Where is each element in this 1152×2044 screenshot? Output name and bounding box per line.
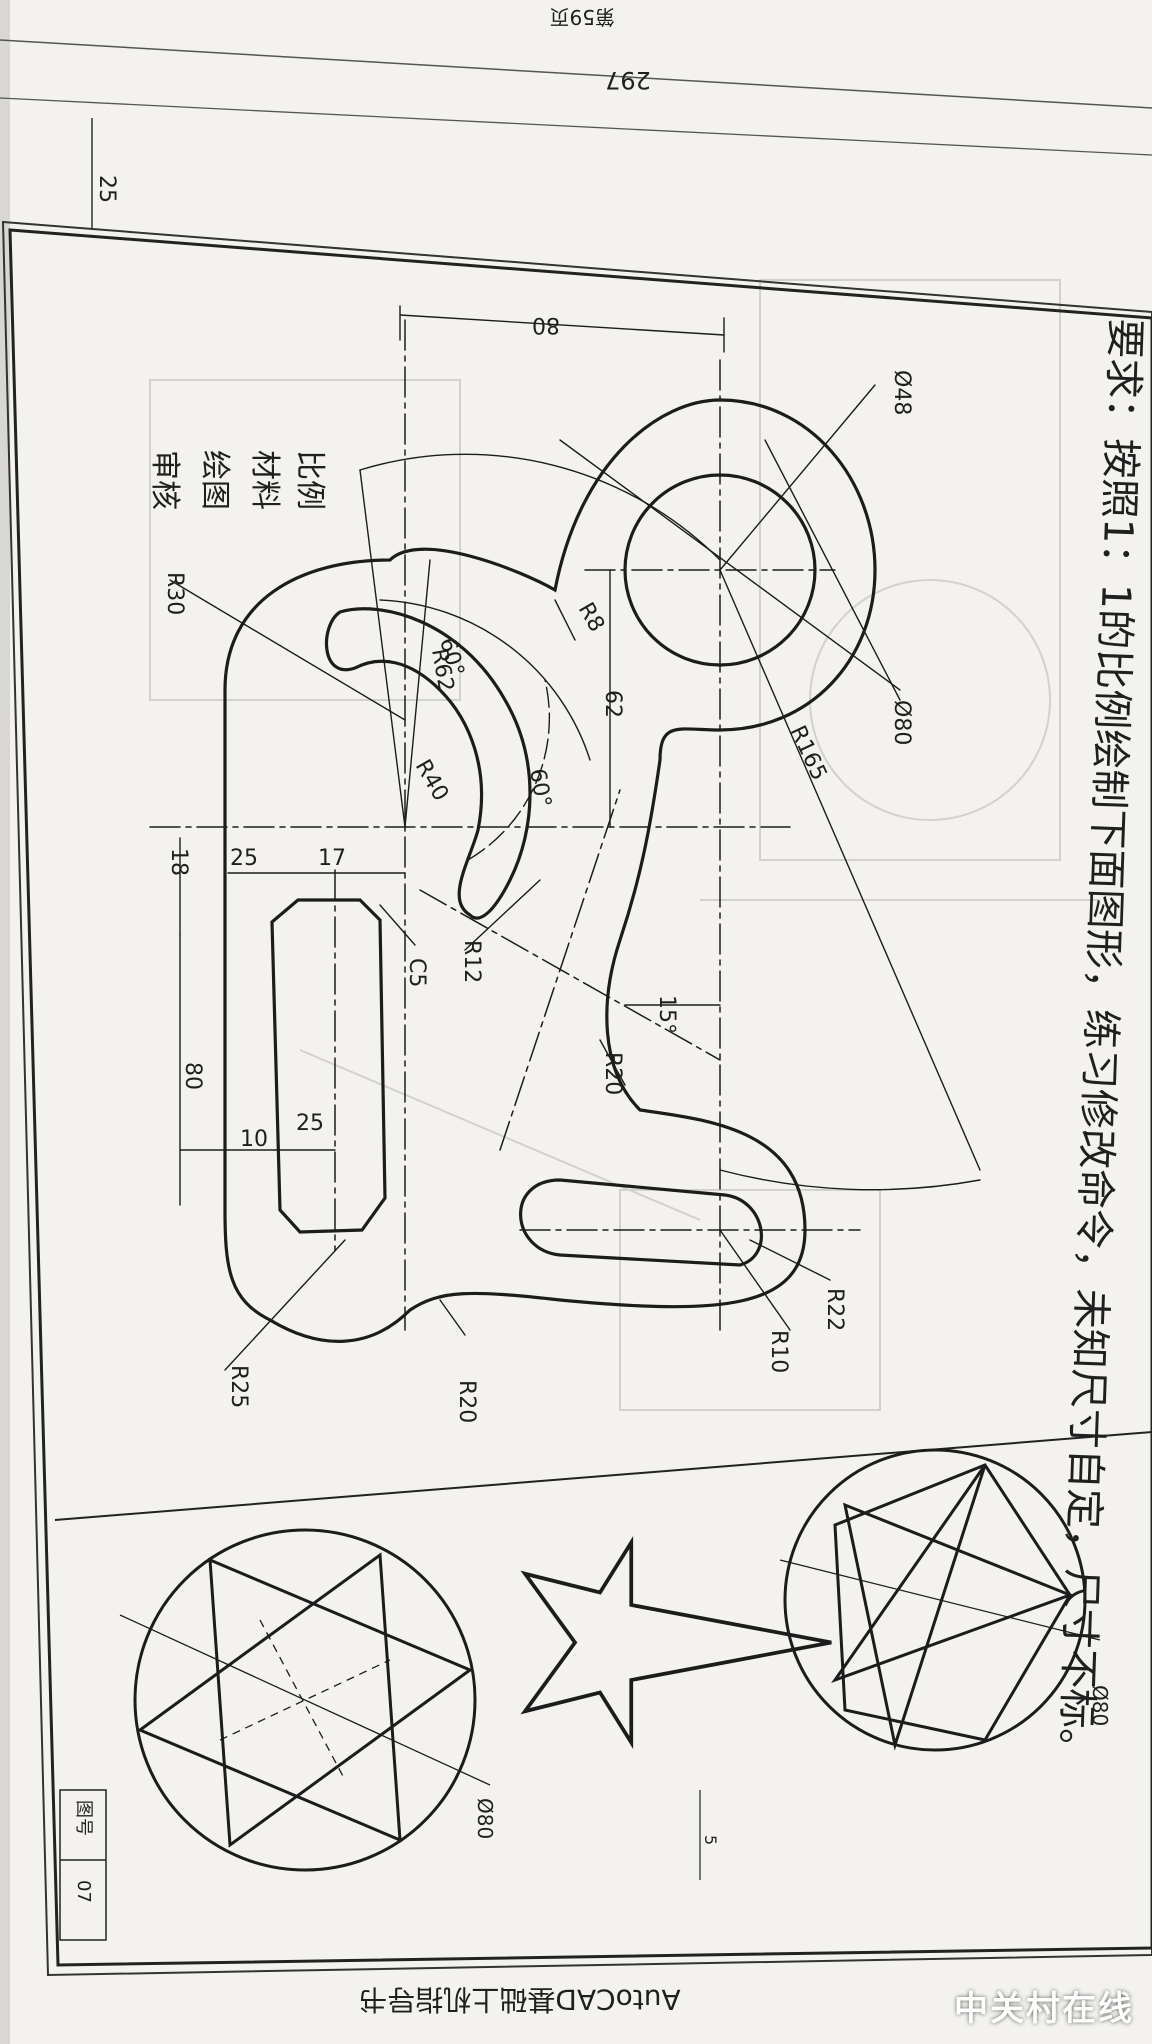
angle-15: 15° — [654, 995, 679, 1034]
dim-phi80: Ø80 — [889, 700, 914, 745]
dim-25-bottom: 25 — [296, 1111, 324, 1136]
main-labels: 80 Ø48 Ø80 R165 R8 R62 R40 62 60° 60° R3… — [162, 312, 914, 1423]
dim-17: 17 — [318, 846, 346, 871]
dim-80-left: 80 — [180, 1062, 205, 1090]
figure-number-box: 图号 07 — [59, 1789, 107, 1941]
top-ring-inner — [623, 473, 817, 667]
dim-10: 10 — [240, 1127, 268, 1152]
dim-r10: R10 — [766, 1330, 791, 1373]
watermark: 中关村在线 — [954, 1989, 1134, 2029]
dim-25-top: 25 — [230, 846, 258, 871]
header-line — [0, 39, 1152, 109]
arc-slot — [324, 607, 532, 920]
figure-divider — [54, 1431, 1152, 1521]
hexagram-figure — [119, 1528, 491, 1872]
inner-frame — [8, 228, 1152, 1967]
width-dim-line — [0, 97, 1152, 156]
figure-no-label: 图号 — [73, 1800, 94, 1836]
svg-text:材料: 材料 — [247, 450, 282, 510]
dim-18: 18 — [166, 848, 191, 876]
svg-text:比例: 比例 — [292, 450, 327, 510]
pentagram-figure — [520, 1535, 832, 1750]
pentagram-circle-figure — [779, 1448, 1101, 1752]
margin-dim: 25 — [94, 175, 119, 203]
dim-r20-mid: R20 — [600, 1052, 625, 1095]
ghost-lines — [149, 279, 1100, 1411]
svg-text:绘图: 绘图 — [197, 450, 232, 510]
figure-no-value: 07 — [73, 1880, 94, 1903]
dim-r30: R30 — [162, 572, 187, 615]
dim-r22: R22 — [822, 1288, 847, 1331]
dim-80-top: 80 — [532, 312, 560, 337]
chamfered-slot — [270, 898, 387, 1234]
lower-slot — [519, 1178, 763, 1267]
pentagram-dim: Ø80 — [1088, 1685, 1112, 1726]
dim-r25: R25 — [226, 1365, 251, 1408]
header-page-label: 第59页 — [550, 5, 615, 29]
footer-book-title: AutoCAD基础上机指导书 — [359, 1983, 680, 2016]
dim-phi48: Ø48 — [889, 370, 914, 415]
dim-62: 62 — [600, 690, 625, 718]
svg-text:审核: 审核 — [147, 450, 182, 510]
shadow-left — [0, 0, 10, 2044]
dim-r20-bottom: R20 — [454, 1380, 479, 1423]
ghost-title-block: 比例 材料 绘图 审核 — [147, 450, 327, 510]
bottom-small-dim: 5 — [701, 1835, 720, 1845]
outer-contour — [223, 398, 877, 1343]
sheet-width-dim: 297 — [605, 66, 651, 94]
dim-r12: R12 — [459, 940, 484, 983]
outer-frame — [1, 220, 1152, 1977]
dimension-lines — [169, 305, 981, 1371]
center-lines — [149, 319, 861, 1331]
hexagram-dim: Ø80 — [473, 1798, 497, 1839]
main-drawing — [149, 305, 981, 1371]
dim-c5: C5 — [404, 958, 429, 987]
